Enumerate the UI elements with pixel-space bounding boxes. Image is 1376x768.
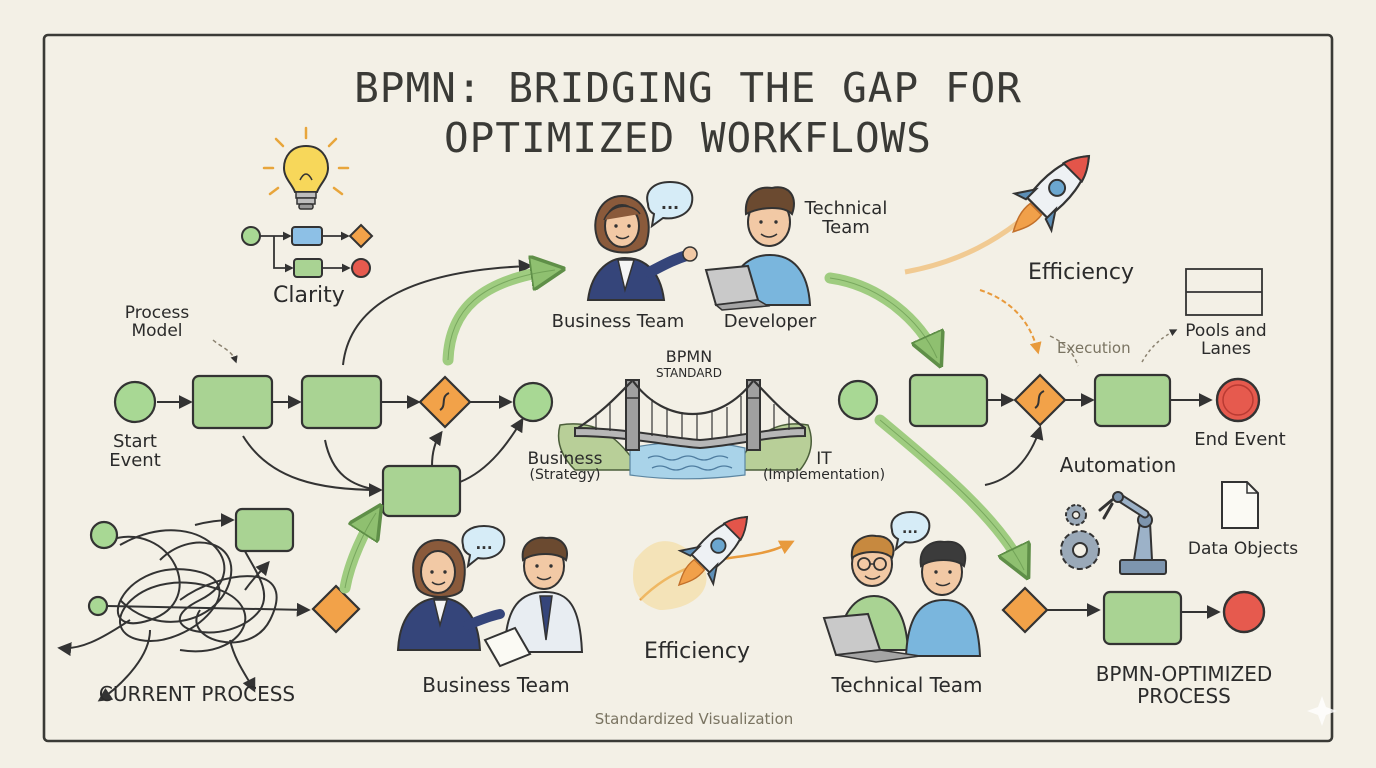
flowchart-icon [241, 223, 374, 278]
task-2 [300, 374, 383, 430]
bpmn-label: BPMN [665, 347, 713, 366]
optimized-gateway [1001, 586, 1049, 634]
automation-flow [984, 425, 1044, 486]
optimized-end-event [1222, 590, 1266, 634]
standard-label: STANDARD [655, 366, 723, 380]
start-event [113, 380, 157, 424]
process-model-label: Process Model [124, 303, 190, 342]
laptop-icon [704, 264, 760, 307]
execution-label: Execution [1057, 339, 1131, 357]
speech-bubble-text: ... [902, 521, 918, 537]
page-title: BPMN: BRIDGING THE GAP FOR OPTIMIZED WOR… [354, 63, 1022, 163]
business-team-top-label: Business Team [551, 311, 685, 332]
speech-bubble-text: ... [475, 535, 492, 553]
tangle-task [234, 507, 295, 553]
orange-trail-arrows [979, 289, 1042, 355]
green-flow-outlines [344, 269, 1025, 589]
optimized-task [1102, 590, 1183, 646]
end-event-label: End Event [1194, 429, 1286, 450]
bridge-icon [557, 379, 813, 480]
tangle-gateway [311, 584, 361, 634]
speech-bubble-text: ... [661, 194, 679, 213]
efficiency-bottom-label: Efficiency [644, 639, 750, 664]
gear-icon [1060, 504, 1100, 570]
clarity-label: Clarity [273, 283, 345, 308]
speech-bubble-icon [461, 524, 506, 569]
merge-event [512, 381, 554, 423]
right-task-2 [1093, 373, 1172, 428]
speech-bubble-icon [890, 510, 931, 552]
rocket-icon [1011, 154, 1091, 234]
frame-border [42, 33, 1334, 743]
gateway-1 [418, 375, 472, 429]
business-label: Business (Strategy) [527, 449, 603, 484]
current-process-label: CURRENT PROCESS [98, 682, 296, 706]
right-gateway [1013, 373, 1067, 427]
pools-and-lanes-label: Pools and Lanes [1185, 321, 1267, 360]
business-woman-avatar [586, 194, 698, 301]
title-line-1: BPMN: BRIDGING THE GAP FOR [354, 64, 1022, 112]
right-start-event [837, 379, 879, 421]
task-1 [191, 374, 274, 430]
right-task-1 [908, 373, 989, 428]
tangle-start-2 [87, 595, 109, 617]
current-flow [157, 259, 533, 497]
technical-team-bottom-label: Technical Team [831, 673, 983, 697]
task-3 [381, 464, 462, 518]
efficiency-top-label: Efficiency [1028, 260, 1134, 285]
it-label: IT (Implementation) [762, 449, 886, 484]
document-icon [1221, 481, 1259, 529]
data-objects-label: Data Objects [1187, 539, 1299, 559]
pools-lanes-icon [1185, 268, 1263, 316]
tangle-start-1 [89, 520, 119, 550]
developer-avatar [704, 186, 812, 311]
title-line-2: OPTIMIZED WORKFLOWS [443, 114, 932, 163]
start-event-label: Start Event [109, 431, 161, 472]
automation-label: Automation [1059, 453, 1177, 477]
standardized-visualization-label: Standardized Visualization [594, 710, 794, 728]
rocket-trail-top [904, 204, 1040, 275]
rocket-icon [677, 515, 749, 587]
technical-team-top-label: Technical Team [804, 198, 888, 239]
speech-bubble-icon [646, 180, 694, 229]
technical-team-bottom-avatar [822, 534, 982, 663]
bpmn-optimized-process-label: BPMN-OPTIMIZED PROCESS [1095, 662, 1273, 708]
robot-arm-icon [1098, 491, 1167, 575]
tangle-exit-flow [106, 602, 311, 617]
business-team-bottom-avatar [396, 536, 584, 668]
sparkle-icon [1307, 696, 1337, 726]
lightbulb-icon [262, 126, 350, 210]
developer-label: Developer [723, 311, 817, 332]
hint-arrow [212, 339, 238, 364]
business-team-bottom-label: Business Team [422, 673, 570, 697]
